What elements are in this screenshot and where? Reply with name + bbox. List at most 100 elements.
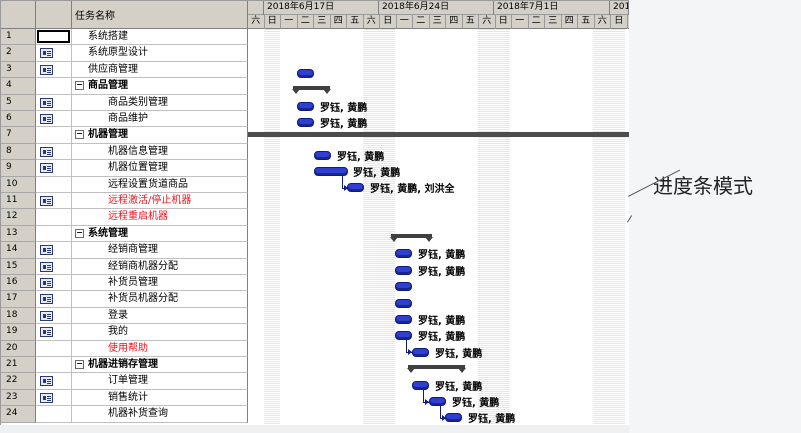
- task-name-cell[interactable]: 补货员管理: [72, 275, 248, 292]
- task-bar-5[interactable]: [297, 102, 314, 111]
- note-icon[interactable]: [40, 64, 53, 75]
- task-bar-15[interactable]: [395, 266, 412, 275]
- row-number[interactable]: 8: [1, 143, 36, 161]
- task-name-cell[interactable]: 远程重启机器: [72, 209, 248, 226]
- note-icon[interactable]: [40, 163, 53, 174]
- row-number[interactable]: 2: [1, 45, 36, 62]
- task-name-cell[interactable]: 商品维护: [72, 111, 248, 128]
- table-row[interactable]: 19 我的: [1, 324, 248, 341]
- task-name-cell[interactable]: 机器信息管理: [72, 143, 248, 161]
- task-name-cell[interactable]: 系统搭建: [72, 29, 248, 46]
- task-name-cell[interactable]: −系统管理: [72, 225, 248, 243]
- indicator-cell[interactable]: [36, 291, 72, 308]
- note-icon[interactable]: [40, 114, 53, 124]
- row-number-header[interactable]: [1, 1, 36, 29]
- indicator-cell[interactable]: [36, 373, 72, 390]
- task-name-cell[interactable]: 订单管理: [72, 373, 248, 390]
- task-bar-6[interactable]: [297, 118, 314, 127]
- indicator-cell[interactable]: [36, 340, 72, 357]
- row-number[interactable]: 15: [1, 258, 36, 275]
- row-number[interactable]: 19: [1, 324, 36, 341]
- indicator-cell[interactable]: [36, 143, 72, 161]
- row-number[interactable]: 12: [1, 209, 36, 226]
- row-number[interactable]: 13: [1, 225, 36, 243]
- task-bar-20[interactable]: [412, 348, 429, 357]
- table-row[interactable]: 4−商品管理: [1, 78, 248, 95]
- row-number[interactable]: 18: [1, 307, 36, 325]
- indicator-cell[interactable]: [36, 111, 72, 128]
- indicator-cell[interactable]: [36, 160, 72, 177]
- table-row[interactable]: 7−机器管理: [1, 127, 248, 144]
- row-number[interactable]: 20: [1, 340, 36, 357]
- table-row[interactable]: 8 机器信息管理: [1, 143, 248, 161]
- task-name-cell[interactable]: 经销商管理: [72, 242, 248, 259]
- task-bar-3[interactable]: [297, 69, 314, 78]
- indicator-cell[interactable]: [36, 389, 72, 407]
- task-bar-18[interactable]: [395, 315, 412, 324]
- collapse-toggle-icon[interactable]: −: [75, 129, 84, 140]
- task-name-cell[interactable]: 经销商机器分配: [72, 258, 248, 275]
- table-row[interactable]: 15 经销商机器分配: [1, 258, 248, 275]
- task-bar-22[interactable]: [412, 381, 429, 390]
- indicator-cell[interactable]: [36, 61, 72, 79]
- row-number[interactable]: 10: [1, 176, 36, 193]
- summary-bar-21[interactable]: [407, 365, 466, 373]
- task-bar-10[interactable]: [347, 183, 364, 192]
- task-bar-9[interactable]: [314, 167, 348, 176]
- row-number[interactable]: 3: [1, 61, 36, 79]
- task-name-cell[interactable]: −机器进销存管理: [72, 357, 248, 374]
- task-name-cell[interactable]: 我的: [72, 324, 248, 341]
- note-icon[interactable]: [40, 97, 53, 108]
- row-number[interactable]: 11: [1, 193, 36, 210]
- indicator-cell[interactable]: [36, 324, 72, 341]
- indicator-cell[interactable]: [36, 225, 72, 243]
- indicator-cell[interactable]: [36, 78, 72, 95]
- indicator-cell[interactable]: [36, 176, 72, 193]
- task-bar-17[interactable]: [395, 299, 412, 308]
- row-number[interactable]: 16: [1, 275, 36, 292]
- split-bar[interactable]: [248, 132, 629, 137]
- collapse-toggle-icon[interactable]: −: [75, 227, 84, 238]
- row-number[interactable]: 7: [1, 127, 36, 144]
- note-icon[interactable]: [40, 146, 53, 157]
- table-row[interactable]: 21−机器进销存管理: [1, 357, 248, 374]
- note-icon[interactable]: [40, 48, 53, 59]
- task-name-cell[interactable]: 远程激活/停止机器: [72, 193, 248, 210]
- note-icon[interactable]: [40, 196, 53, 206]
- task-name-cell[interactable]: 补货员机器分配: [72, 291, 248, 308]
- table-row[interactable]: 11 远程激活/停止机器: [1, 193, 248, 210]
- task-name-cell[interactable]: 机器位置管理: [72, 160, 248, 177]
- task-name-cell[interactable]: 远程设置货道商品: [72, 176, 248, 193]
- table-row[interactable]: 16 补货员管理: [1, 275, 248, 292]
- task-name-cell[interactable]: 系统原型设计: [72, 45, 248, 62]
- note-icon[interactable]: [40, 245, 53, 256]
- indicator-cell[interactable]: [36, 193, 72, 210]
- note-icon[interactable]: [40, 310, 53, 321]
- task-name-header[interactable]: 任务名称: [72, 1, 248, 29]
- row-number[interactable]: 1: [1, 29, 36, 46]
- indicator-cell[interactable]: [36, 275, 72, 292]
- row-number[interactable]: 6: [1, 111, 36, 128]
- table-row[interactable]: 12 远程重启机器: [1, 209, 248, 226]
- indicator-cell[interactable]: [36, 307, 72, 325]
- note-icon[interactable]: [40, 327, 53, 338]
- task-name-cell[interactable]: −商品管理: [72, 78, 248, 95]
- task-bar-16[interactable]: [395, 282, 412, 291]
- indicator-cell[interactable]: [36, 29, 72, 46]
- table-row[interactable]: 13 −系统管理: [1, 225, 248, 243]
- indicator-cell[interactable]: [36, 94, 72, 111]
- row-number[interactable]: 5: [1, 94, 36, 111]
- note-icon[interactable]: [40, 376, 53, 387]
- indicator-cell[interactable]: [36, 406, 72, 423]
- table-row[interactable]: 6 商品维护: [1, 111, 248, 128]
- summary-bar-13[interactable]: [390, 234, 433, 242]
- indicator-cell[interactable]: [36, 45, 72, 62]
- indicator-cell[interactable]: [36, 357, 72, 374]
- task-bar-19[interactable]: [395, 331, 412, 340]
- indicator-cell[interactable]: [36, 209, 72, 226]
